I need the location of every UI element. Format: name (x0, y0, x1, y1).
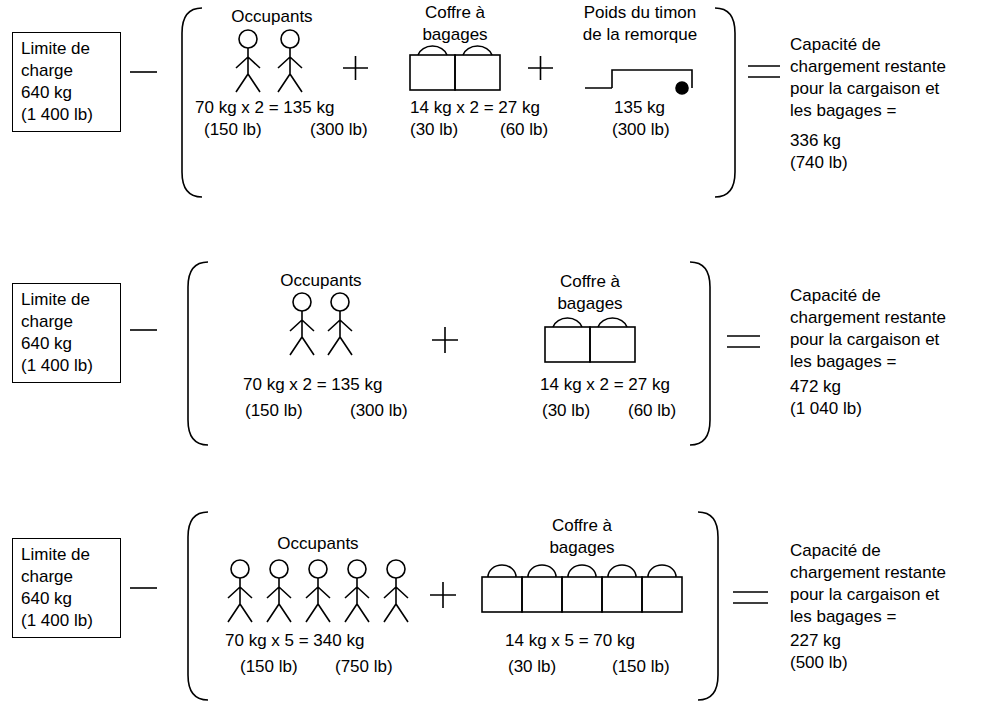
weight-formula: 14 kg x 2 = 27 kg (410, 97, 540, 119)
suitcase-symbol (602, 565, 642, 612)
result-text: Capacité de chargement restante pour la … (790, 285, 960, 373)
weight-imperial: (300 lb) (350, 400, 408, 422)
load-limit-box: Limite de charge640 kg(1 400 lb) (12, 283, 121, 383)
hitch-point (676, 82, 688, 94)
box-text: (1 400 lb) (21, 355, 112, 377)
suitcase-symbol (642, 565, 682, 612)
right-bracket (715, 8, 735, 197)
result-value: 336 kg (790, 130, 841, 152)
left-bracket (188, 262, 208, 445)
box-text: 640 kg (21, 333, 112, 355)
weight-formula: 70 kg x 2 = 135 kg (243, 374, 382, 396)
plus-sign (432, 327, 458, 353)
result-text: Capacité de chargement restante pour la … (790, 34, 960, 122)
weight-imperial: (150 lb) (612, 656, 670, 678)
group-heading: Occupants (266, 270, 376, 292)
box-text: Limite de charge (21, 544, 112, 588)
result-value: (740 lb) (790, 152, 848, 174)
result-text: Capacité de chargement restante pour la … (790, 540, 960, 628)
suitcase-symbol (562, 565, 602, 612)
weight-imperial: (750 lb) (335, 656, 393, 678)
weight-formula: 135 kg (614, 97, 665, 119)
stick-figure (345, 560, 369, 622)
right-bracket (690, 262, 710, 445)
suitcase-symbol (545, 318, 590, 362)
group-heading: Poids du timon de la remorque (578, 2, 702, 46)
stick-figure (328, 293, 352, 355)
group-heading: Occupants (217, 6, 327, 28)
suitcase-symbol (590, 318, 635, 362)
box-text: Limite de charge (21, 289, 112, 333)
result-value: 227 kg (790, 630, 841, 652)
weight-imperial: (60 lb) (500, 119, 548, 141)
weight-formula: 70 kg x 5 = 340 kg (225, 630, 364, 652)
weight-imperial: (150 lb) (245, 400, 303, 422)
box-text: 640 kg (21, 82, 112, 104)
box-text: (1 400 lb) (21, 610, 112, 632)
weight-imperial: (30 lb) (410, 119, 458, 141)
stick-figure (384, 560, 408, 622)
stick-figure (267, 560, 291, 622)
stick-figure (306, 560, 330, 622)
minus-sign (130, 71, 157, 73)
minus-sign (130, 587, 157, 589)
plus-sign (528, 56, 553, 80)
load-limit-box: Limite de charge640 kg(1 400 lb) (12, 538, 121, 638)
group-heading: Coffre à bagages (544, 271, 636, 315)
left-bracket (188, 512, 208, 700)
weight-formula: 14 kg x 5 = 70 kg (505, 630, 635, 652)
weight-imperial: (30 lb) (508, 656, 556, 678)
plus-sign (343, 56, 368, 80)
stick-figure (278, 30, 302, 92)
stick-figure (236, 30, 260, 92)
weight-formula: 70 kg x 2 = 135 kg (195, 97, 334, 119)
weight-imperial: (150 lb) (204, 119, 262, 141)
suitcase-symbol (455, 46, 500, 90)
weight-imperial: (300 lb) (310, 119, 368, 141)
result-value: 472 kg (790, 376, 841, 398)
equals-sign (733, 592, 768, 603)
box-text: 640 kg (21, 588, 112, 610)
box-text: Limite de charge (21, 38, 112, 82)
weight-imperial: (150 lb) (240, 656, 298, 678)
result-value: (500 lb) (790, 652, 848, 674)
stick-figure (228, 560, 252, 622)
equals-sign (727, 336, 760, 347)
right-bracket (698, 512, 718, 700)
weight-imperial: (30 lb) (542, 400, 590, 422)
weight-imperial: (60 lb) (628, 400, 676, 422)
load-limit-box: Limite de charge640 kg(1 400 lb) (12, 32, 121, 132)
suitcase-symbol (410, 46, 455, 90)
weight-formula: 14 kg x 2 = 27 kg (540, 374, 670, 396)
group-heading: Occupants (263, 533, 373, 555)
stick-figure (290, 293, 314, 355)
group-heading: Coffre à bagages (409, 2, 501, 46)
result-value: (1 040 lb) (790, 398, 862, 420)
suitcase-symbol (522, 565, 562, 612)
group-heading: Coffre à bagages (536, 515, 628, 559)
plus-sign (430, 582, 456, 608)
box-text: (1 400 lb) (21, 104, 112, 126)
suitcase-symbol (482, 565, 522, 612)
weight-imperial: (300 lb) (612, 119, 670, 141)
equals-sign (748, 66, 780, 77)
minus-sign (130, 329, 157, 331)
